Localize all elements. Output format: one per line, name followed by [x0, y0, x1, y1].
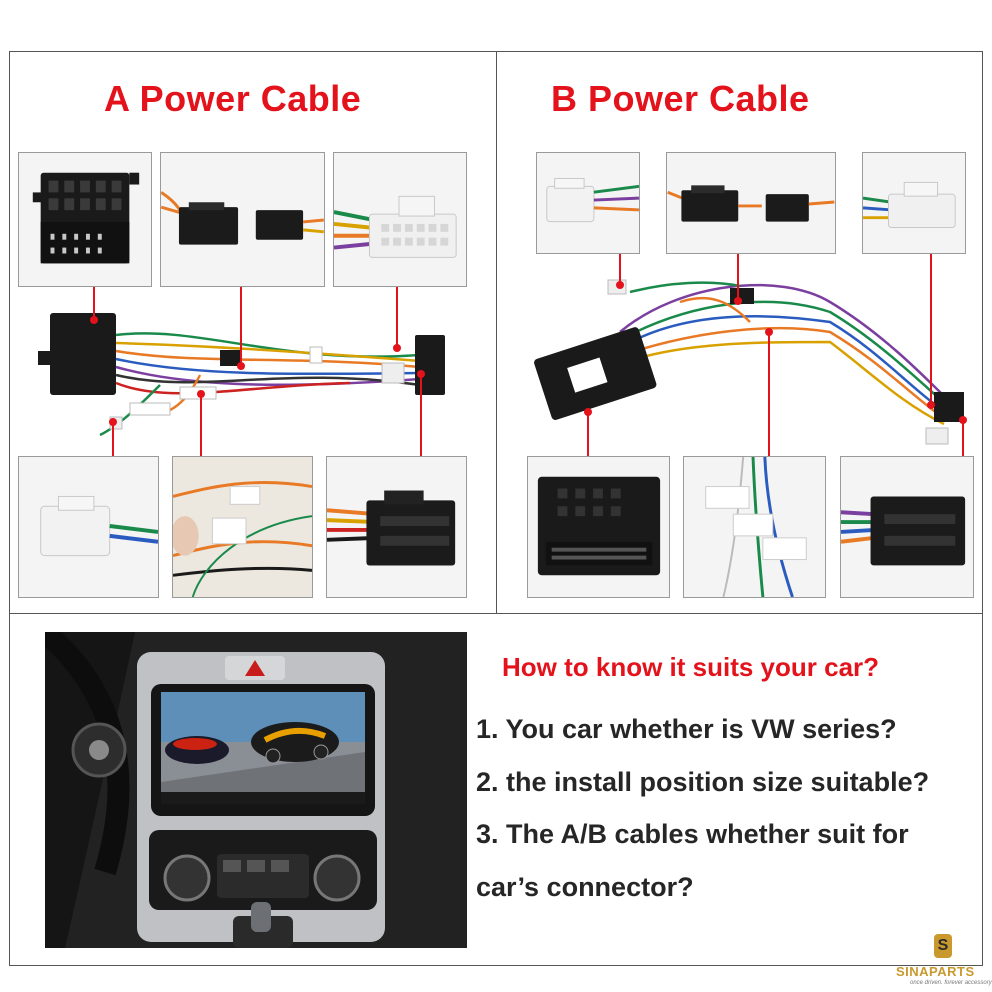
- b-callout-line-5: [768, 330, 770, 456]
- brand-name: SINAPARTS: [896, 964, 975, 979]
- b-callout-line-6: [962, 418, 964, 456]
- fit-check-item-3: 3. The A/B cables whether suit for: [476, 819, 909, 849]
- b-callout-dot-6: [959, 416, 967, 424]
- a-callout-dot-4: [109, 418, 117, 426]
- sinaparts-logo: S SINAPARTS once driven. forever accesso…: [896, 934, 992, 990]
- b-white-connector-photo: [536, 152, 640, 254]
- b-white-plug-photo: [862, 152, 966, 254]
- b-callout-dot-4: [584, 408, 592, 416]
- b-labeled-wires-photo: [683, 456, 826, 598]
- b-callout-dot-2: [734, 297, 742, 305]
- b-callout-dot-3: [927, 401, 935, 409]
- a-callout-line-4: [112, 420, 114, 456]
- a-wire-harness: [20, 295, 470, 445]
- a-white-plug-photo: [18, 456, 159, 598]
- a-callout-line-6: [420, 372, 422, 456]
- b-wire-harness: [530, 262, 980, 452]
- a-black-plug-photo: [326, 456, 467, 598]
- a-callout-dot-2: [237, 362, 245, 370]
- fit-check-item-1: 1. You car whether is VW series?: [476, 714, 897, 744]
- b-callout-dot-5: [765, 328, 773, 336]
- fit-check-item-2: 2. the install position size suitable?: [476, 767, 930, 797]
- a-callout-dot-1: [90, 316, 98, 324]
- b-callout-line-2: [737, 254, 739, 300]
- a-callout-dot-5: [197, 390, 205, 398]
- b-quadlock-photo: [527, 456, 670, 598]
- b-callout-line-3: [930, 254, 932, 404]
- a-callout-line-1: [93, 287, 95, 319]
- panel-a-title: A Power Cable: [104, 78, 362, 119]
- brand-s-icon: S: [934, 934, 952, 958]
- panel-b-title: B Power Cable: [551, 78, 810, 119]
- a-callout-dot-6: [417, 370, 425, 378]
- b-callout-line-1: [619, 254, 621, 284]
- a-small-plug-photo: [160, 152, 325, 287]
- b-callout-line-4: [587, 410, 589, 456]
- brand-tagline: once driven. forever accessory: [910, 980, 992, 986]
- fit-check-item-3-cont: car’s connector?: [476, 872, 694, 902]
- b-black-plug-photo: [840, 456, 974, 598]
- a-white-connector-photo: [333, 152, 467, 287]
- a-callout-line-2: [240, 287, 242, 365]
- a-callout-dot-3: [393, 344, 401, 352]
- car-dashboard-photo: [45, 632, 467, 948]
- a-callout-line-3: [396, 287, 398, 347]
- a-iso-connector-photo: [18, 152, 152, 287]
- a-callout-line-5: [200, 392, 202, 456]
- b-small-plug-photo: [666, 152, 836, 254]
- fit-question-title: How to know it suits your car?: [502, 652, 880, 682]
- a-labeled-wires-photo: [172, 456, 313, 598]
- b-callout-dot-1: [616, 281, 624, 289]
